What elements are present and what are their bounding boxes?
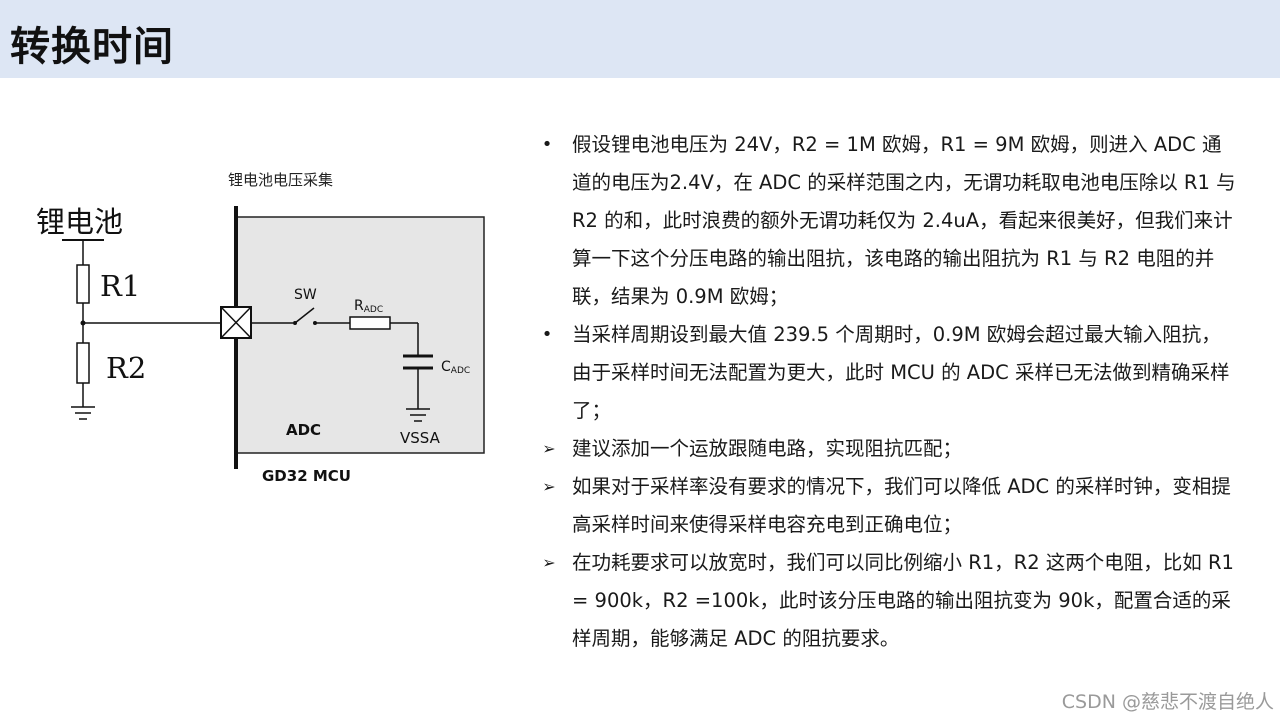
bullet-item: • 当采样周期设到最大值 239.5 个周期时，0.9M 欧姆会超过最大输入阻抗，… — [536, 316, 1236, 430]
vssa-ground-icon — [406, 408, 430, 422]
vssa-label: VSSA — [400, 429, 441, 447]
title-bar: 转换时间 — [0, 0, 1280, 78]
bullet-dot-icon: • — [541, 134, 553, 155]
cadc-label: CADC — [441, 359, 470, 376]
bullet-text: 当采样周期设到最大值 239.5 个周期时，0.9M 欧姆会超过最大输入阻抗，由… — [572, 323, 1230, 422]
r1-label: R1 — [100, 269, 140, 303]
bullet-dot-icon: • — [541, 324, 553, 345]
bullet-item: ➢ 如果对于采样率没有要求的情况下，我们可以降低 ADC 的采样时钟，变相提高采样… — [536, 468, 1236, 544]
bullet-item: ➢ 在功耗要求可以放宽时，我们可以同比例缩小 R1，R2 这两个电阻，比如 R1 … — [536, 544, 1236, 658]
ground-icon — [71, 406, 95, 420]
circuit-caption: 锂电池电压采集 — [228, 171, 333, 189]
arrow-bullet-icon: ➢ — [542, 439, 556, 458]
bullet-item: ➢ 建议添加一个运放跟随电路，实现阻抗匹配； — [536, 430, 1236, 468]
r2-resistor — [76, 342, 90, 384]
circuit-diagram: 锂电池电压采集 锂电池 R1 R2 SW RADC — [36, 171, 485, 485]
r2-label: R2 — [106, 351, 146, 385]
page-title: 转换时间 — [10, 24, 174, 70]
arrow-bullet-icon: ➢ — [542, 477, 556, 496]
bullet-text: 如果对于采样率没有要求的情况下，我们可以降低 ADC 的采样时钟，变相提高采样时… — [572, 475, 1231, 536]
mcu-label: GD32 MCU — [262, 467, 351, 485]
bullet-text: 在功耗要求可以放宽时，我们可以同比例缩小 R1，R2 这两个电阻，比如 R1 =… — [572, 551, 1234, 650]
bullet-text: 建议添加一个运放跟随电路，实现阻抗匹配； — [572, 437, 963, 460]
watermark: CSDN @慈悲不渡自绝人 — [1061, 691, 1274, 713]
bullet-item: • 假设锂电池电压为 24V，R2 = 1M 欧姆，R1 = 9M 欧姆，则进入 … — [536, 126, 1236, 316]
switch-icon — [293, 307, 317, 325]
bullet-text: 假设锂电池电压为 24V，R2 = 1M 欧姆，R1 = 9M 欧姆，则进入 A… — [572, 133, 1236, 308]
radc-resistor — [349, 316, 391, 330]
battery-label: 锂电池 — [36, 205, 123, 239]
radc-label: RADC — [354, 298, 383, 315]
sw-label: SW — [294, 287, 317, 303]
adc-label: ADC — [286, 421, 321, 439]
adc-box — [235, 216, 485, 454]
adc-pin-icon — [220, 306, 252, 339]
arrow-bullet-icon: ➢ — [542, 553, 556, 572]
bullet-list: • 假设锂电池电压为 24V，R2 = 1M 欧姆，R1 = 9M 欧姆，则进入 … — [536, 126, 1236, 658]
r1-resistor — [76, 264, 90, 304]
